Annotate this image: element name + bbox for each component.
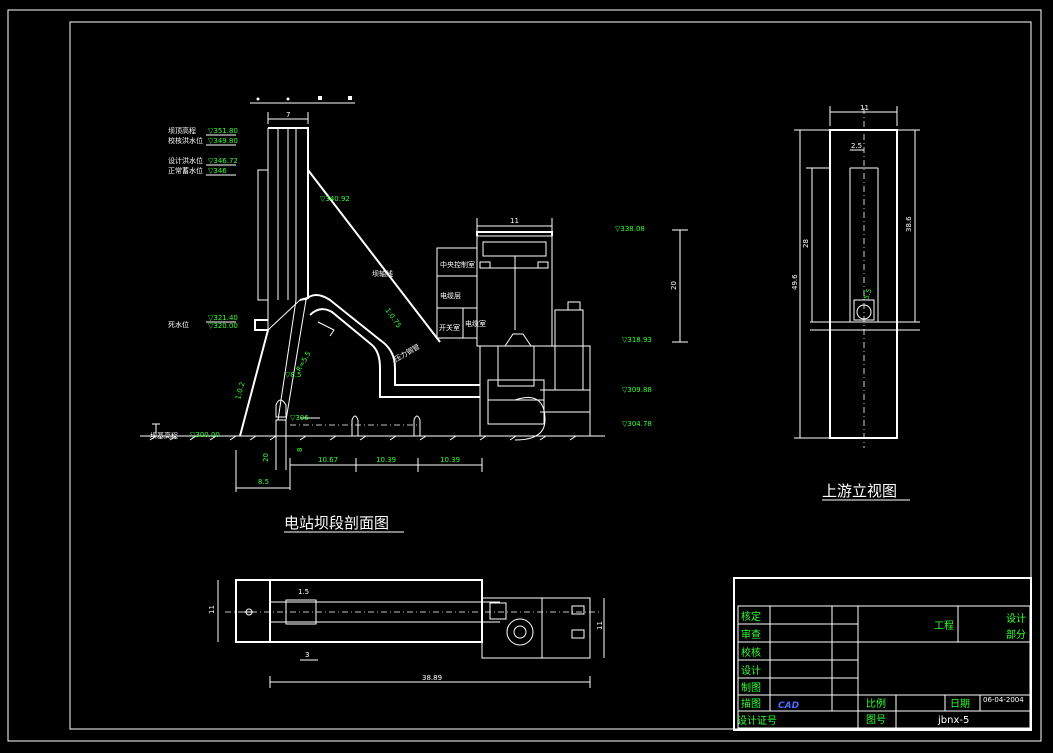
dim-d1: 10.67 bbox=[318, 456, 338, 464]
elev-12: ▽306 bbox=[290, 414, 309, 422]
elev-8: ▽320.00 bbox=[208, 322, 238, 330]
elev-13: ▽300.00 bbox=[190, 431, 220, 439]
tb-row-3: 校核 bbox=[741, 646, 761, 659]
label-normal: 正常蓄水位 bbox=[168, 166, 203, 175]
tb-logo: CAD bbox=[778, 701, 800, 711]
tb-project: 工程 bbox=[934, 620, 954, 632]
elev-11: ▽304.78 bbox=[622, 420, 652, 428]
room-cable: 电缆层 bbox=[440, 291, 461, 300]
up-dim-h1: 49.6 bbox=[791, 274, 799, 290]
plan-dim-mid: 1.5 bbox=[298, 588, 309, 596]
plan-view: 38.89 11 11 3 1.5 bbox=[208, 579, 605, 688]
plan-dim-right: 11 bbox=[596, 621, 604, 630]
tb-part: 部分 bbox=[1006, 628, 1026, 641]
dim-d2: 10.39 bbox=[376, 456, 396, 464]
slope-1: 1:0.75 bbox=[383, 307, 402, 330]
label-pipe: 压力钢管 bbox=[393, 342, 422, 364]
tb-design: 设计 bbox=[1006, 612, 1026, 625]
tb-scale-label: 比例 bbox=[866, 697, 886, 710]
inner-border bbox=[69, 21, 1032, 730]
tb-row-6: 描图 bbox=[741, 697, 761, 710]
tb-row-5: 制图 bbox=[741, 681, 761, 694]
room-control: 中央控制室 bbox=[440, 260, 475, 269]
dim-d8: 20 bbox=[262, 453, 270, 462]
plan-dim-small: 3 bbox=[305, 651, 309, 659]
elev-3: ▽346.72 bbox=[208, 157, 238, 165]
dim-d9: 20 bbox=[670, 281, 678, 290]
dim-d4: 8.5 bbox=[258, 478, 269, 486]
dim-d3: 10.39 bbox=[440, 456, 460, 464]
elev-4: ▽346 bbox=[208, 167, 227, 175]
tb-row-4: 设计 bbox=[741, 664, 761, 677]
up-dim-h3: 38.6 bbox=[905, 216, 913, 232]
dim-house: 11 bbox=[510, 217, 519, 225]
slope-2: 1:0.2 bbox=[234, 381, 246, 400]
label-dead: 死水位 bbox=[168, 320, 189, 329]
elev-6: ▽338.08 bbox=[615, 225, 645, 233]
tb-row-2: 审查 bbox=[741, 628, 761, 641]
elev-10: ▽309.88 bbox=[622, 386, 652, 394]
tb-drawno: jbnx-5 bbox=[937, 715, 969, 726]
section-title: 电站坝段剖面图 bbox=[284, 514, 389, 532]
label-design: 设计洪水位 bbox=[168, 156, 203, 165]
elev-5: ▽340.92 bbox=[320, 195, 350, 203]
tb-date-label: 日期 bbox=[950, 698, 970, 710]
dim-top: 7 bbox=[286, 111, 290, 119]
room-switch: 开关室 bbox=[439, 323, 460, 332]
section-view: 7 R=5.5 压力钢管 坝轴线 1:0.75 1:0.2 中央控制 bbox=[140, 96, 688, 533]
tb-drawno-label: 图号 bbox=[866, 714, 886, 726]
elev-1: ▽351.80 bbox=[208, 127, 238, 135]
room-cable2: 电缆室 bbox=[465, 319, 486, 328]
tb-row-1: 核定 bbox=[741, 610, 761, 623]
elev-9: ▽318.93 bbox=[622, 336, 652, 344]
up-dim-inner: 2.5 bbox=[851, 142, 862, 150]
elev-7: ▽321.40 bbox=[208, 314, 238, 322]
label-check: 校核洪水位 bbox=[168, 136, 203, 145]
up-dim-d: 5.5 bbox=[862, 287, 873, 300]
tb-row-7: 设计证号 bbox=[737, 714, 777, 727]
label-dam-axis: 坝轴线 bbox=[372, 269, 393, 278]
outer-border bbox=[7, 9, 1042, 742]
elev-2: ▽349.80 bbox=[208, 137, 238, 145]
upstream-title: 上游立视图 bbox=[822, 482, 897, 500]
upstream-view: 11 2.5 49.6 28 38.6 5.5 上游立视图 bbox=[791, 104, 920, 501]
title-block: 核定 审查 校核 设计 制图 描图 设计证号 CAD 工程 设计 部分 比例 日… bbox=[733, 577, 1032, 731]
dim-d10: 8 bbox=[296, 448, 304, 452]
label-base: 坝基高程 bbox=[150, 431, 178, 440]
elev-14: ▽8.5 bbox=[285, 371, 302, 379]
tb-date: 06-04-2004 bbox=[983, 696, 1024, 704]
label-crest: 坝顶高程 bbox=[168, 126, 196, 135]
up-dim-h2: 28 bbox=[802, 239, 810, 248]
up-dim-top: 11 bbox=[860, 104, 869, 112]
plan-dim-left: 11 bbox=[208, 605, 216, 614]
plan-dim-total: 38.89 bbox=[422, 674, 442, 682]
